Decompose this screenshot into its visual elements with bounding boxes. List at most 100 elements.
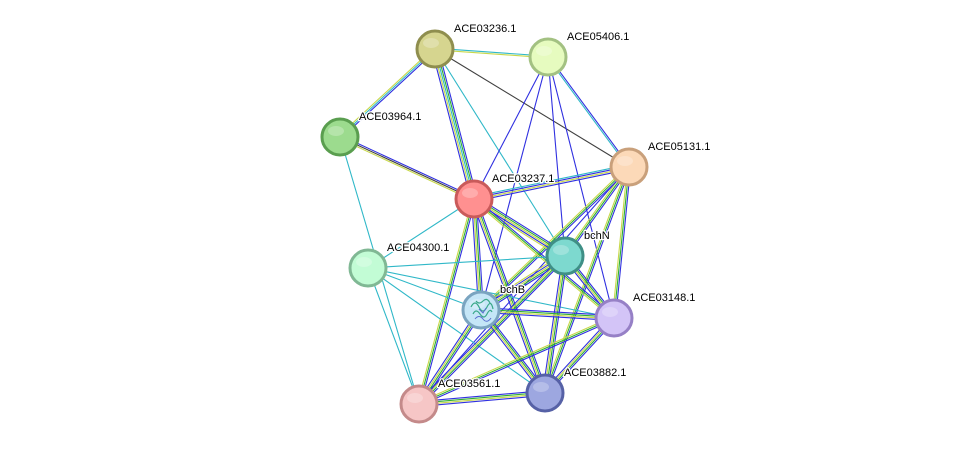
edge-ACE04300.1-bchN[interactable] [367, 255, 566, 269]
edge-evidence-line-blue [418, 390, 546, 403]
node-ACE03561.1[interactable]: ACE03561.1 [399, 377, 502, 424]
node-label: ACE05131.1 [648, 141, 710, 153]
edge-evidence-line-yellow-green [480, 310, 615, 320]
node-circle[interactable] [348, 248, 388, 288]
node-highlight [553, 245, 569, 255]
edge-ACE03964.1-ACE03237.1[interactable] [338, 134, 476, 202]
node-label: ACE03236.1 [454, 23, 516, 35]
node-ACE03237.1[interactable]: ACE03237.1 [454, 172, 556, 219]
node-label: ACE03561.1 [438, 378, 500, 390]
edge-evidence-line-blue [547, 56, 566, 257]
edge-evidence-line-blue [546, 255, 568, 394]
edge-evidence-line-green [480, 166, 630, 311]
edge-evidence-line-cyan [546, 56, 629, 169]
edge-evidence-line-blue [545, 167, 632, 395]
edge-ACE05131.1-ACE03237.1[interactable] [472, 164, 631, 202]
edge-evidence-line-cyan [367, 267, 420, 405]
edge-ACE03561.1-ACE03882.1[interactable] [418, 390, 546, 407]
edge-ACE05406.1-ACE03148.1[interactable] [547, 56, 615, 319]
edge-ACE04300.1-ACE03148.1[interactable] [367, 267, 615, 319]
edge-evidence-line-yellow-green [338, 137, 474, 202]
node-bchB[interactable]: bchB [461, 283, 526, 330]
edge-ACE03236.1-bchN[interactable] [434, 48, 566, 257]
edge-evidence-line-blue [416, 253, 564, 403]
edge-evidence-line-black [339, 136, 475, 200]
edge-evidence-line-blue [475, 197, 548, 393]
edge-evidence-line-green [418, 317, 615, 405]
edge-evidence-line-black [434, 48, 630, 168]
node-highlight [356, 257, 372, 267]
edge-evidence-line-cyan [434, 48, 566, 257]
edge-ACE04300.1-ACE03882.1[interactable] [367, 267, 546, 394]
edge-evidence-line-yellow-green [418, 393, 546, 406]
node-highlight [617, 156, 633, 166]
node-label: ACE03148.1 [633, 292, 695, 304]
node-circle[interactable] [609, 147, 649, 187]
edge-bchN-ACE03882.1[interactable] [542, 255, 568, 394]
edge-evidence-line-green [435, 48, 477, 200]
node-ACE04300.1[interactable]: ACE04300.1 [348, 241, 451, 288]
node-circle[interactable] [528, 37, 568, 77]
node-highlight [423, 38, 439, 48]
edge-ACE05406.1-ACE05131.1[interactable] [546, 55, 631, 169]
edge-evidence-line-blue [615, 166, 632, 319]
edge-bchB-ACE03148.1[interactable] [480, 307, 615, 321]
edge-evidence-line-cyan [367, 255, 566, 269]
edge-ACE04300.1-bchB[interactable] [367, 267, 482, 311]
edge-ACE05406.1-bchB[interactable] [480, 56, 549, 311]
edge-evidence-line-blue [548, 55, 631, 168]
edge-evidence-line-blue [340, 49, 437, 139]
edge-evidence-line-yellow-green [417, 254, 565, 404]
node-circle[interactable] [415, 29, 455, 69]
node-ACE03882.1[interactable]: ACE03882.1 [525, 366, 628, 413]
node-label: ACE04300.1 [387, 242, 449, 254]
edge-evidence-line-green [419, 256, 567, 406]
edge-bchN-ACE03561.1[interactable] [416, 253, 568, 407]
edge-evidence-line-cyan [367, 267, 615, 319]
edge-evidence-line-blue [473, 165, 630, 199]
edge-evidence-line-green [418, 198, 475, 405]
node-circle[interactable] [454, 179, 494, 219]
node-circle[interactable] [545, 236, 585, 276]
edge-ACE05406.1-bchN[interactable] [547, 56, 566, 257]
edge-ACE05406.1-ACE03237.1[interactable] [473, 56, 549, 200]
edge-evidence-line-blue [480, 307, 615, 317]
node-circle[interactable] [594, 298, 634, 338]
edges-layer [338, 47, 632, 407]
edge-evidence-line-cyan [367, 267, 482, 311]
node-ACE05131.1[interactable]: ACE05131.1 [609, 140, 712, 187]
edge-evidence-line-yellow-green [416, 198, 474, 405]
node-circle[interactable] [320, 117, 360, 157]
node-ACE03148.1[interactable]: ACE03148.1 [594, 291, 697, 338]
edge-evidence-line-yellow-green [543, 255, 565, 394]
edge-evidence-line-cyan [367, 267, 546, 394]
edge-ACE03236.1-ACE03964.1[interactable] [338, 47, 437, 139]
node-circle[interactable] [525, 373, 565, 413]
edge-evidence-line-blue [419, 318, 616, 407]
edge-ACE05131.1-ACE03148.1[interactable] [611, 166, 632, 319]
edge-evidence-line-green [474, 198, 547, 394]
edge-evidence-line-blue [437, 47, 478, 199]
node-ACE03964.1[interactable]: ACE03964.1 [320, 110, 423, 157]
edge-evidence-line-yellow-green [611, 166, 628, 319]
edge-ACE03148.1-ACE03561.1[interactable] [417, 315, 616, 407]
node-circle[interactable] [399, 384, 439, 424]
edge-ACE03236.1-ACE05131.1[interactable] [434, 48, 630, 168]
edge-ACE03236.1-ACE03237.1[interactable] [431, 47, 478, 201]
node-ACE05406.1[interactable]: ACE05406.1 [528, 30, 631, 77]
edge-evidence-line-green [545, 255, 567, 394]
node-highlight [536, 46, 552, 56]
edge-evidence-line-blue [418, 394, 546, 407]
edge-evidence-line-cyan [434, 48, 475, 200]
edge-evidence-line-yellow-green [472, 199, 614, 320]
edge-evidence-line-blue [340, 134, 476, 199]
edge-evidence-line-yellow-green [432, 48, 474, 200]
edge-ACE03237.1-ACE04300.1[interactable] [367, 198, 475, 269]
edge-ACE04300.1-ACE03561.1[interactable] [367, 267, 420, 405]
edge-ACE03237.1-ACE03561.1[interactable] [416, 198, 477, 405]
edge-evidence-line-blue [431, 49, 472, 201]
node-bchN[interactable]: bchN [545, 229, 611, 276]
node-ACE03236.1[interactable]: ACE03236.1 [415, 22, 518, 69]
edge-evidence-line-yellow-green [417, 315, 614, 404]
